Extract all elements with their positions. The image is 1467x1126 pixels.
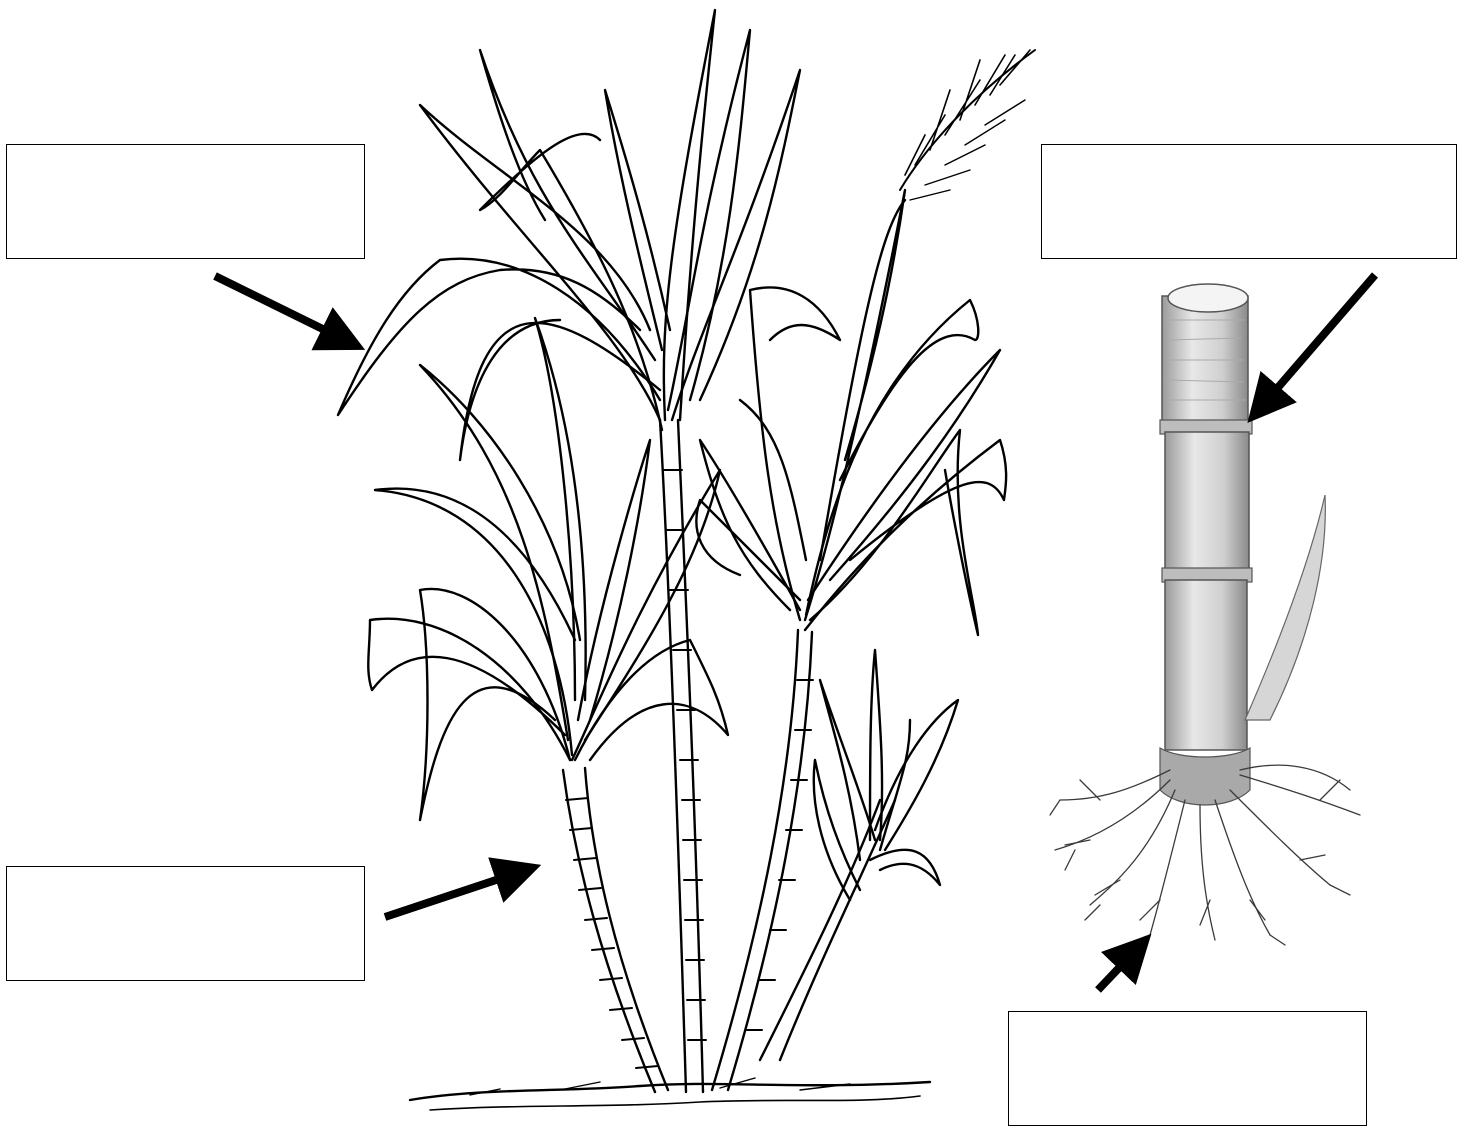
label-box-top-left[interactable] xyxy=(6,144,365,259)
arrow-icon xyxy=(1098,950,1136,990)
arrow-icon xyxy=(1262,275,1375,406)
label-box-bottom-left[interactable] xyxy=(6,866,365,981)
arrow-icon xyxy=(215,276,345,340)
sugarcane-plant xyxy=(338,10,1035,1110)
label-box-bottom-right[interactable] xyxy=(1008,1011,1367,1126)
label-box-top-right[interactable] xyxy=(1041,144,1457,259)
arrow-icon xyxy=(385,872,520,917)
stalk-closeup xyxy=(1050,284,1360,945)
